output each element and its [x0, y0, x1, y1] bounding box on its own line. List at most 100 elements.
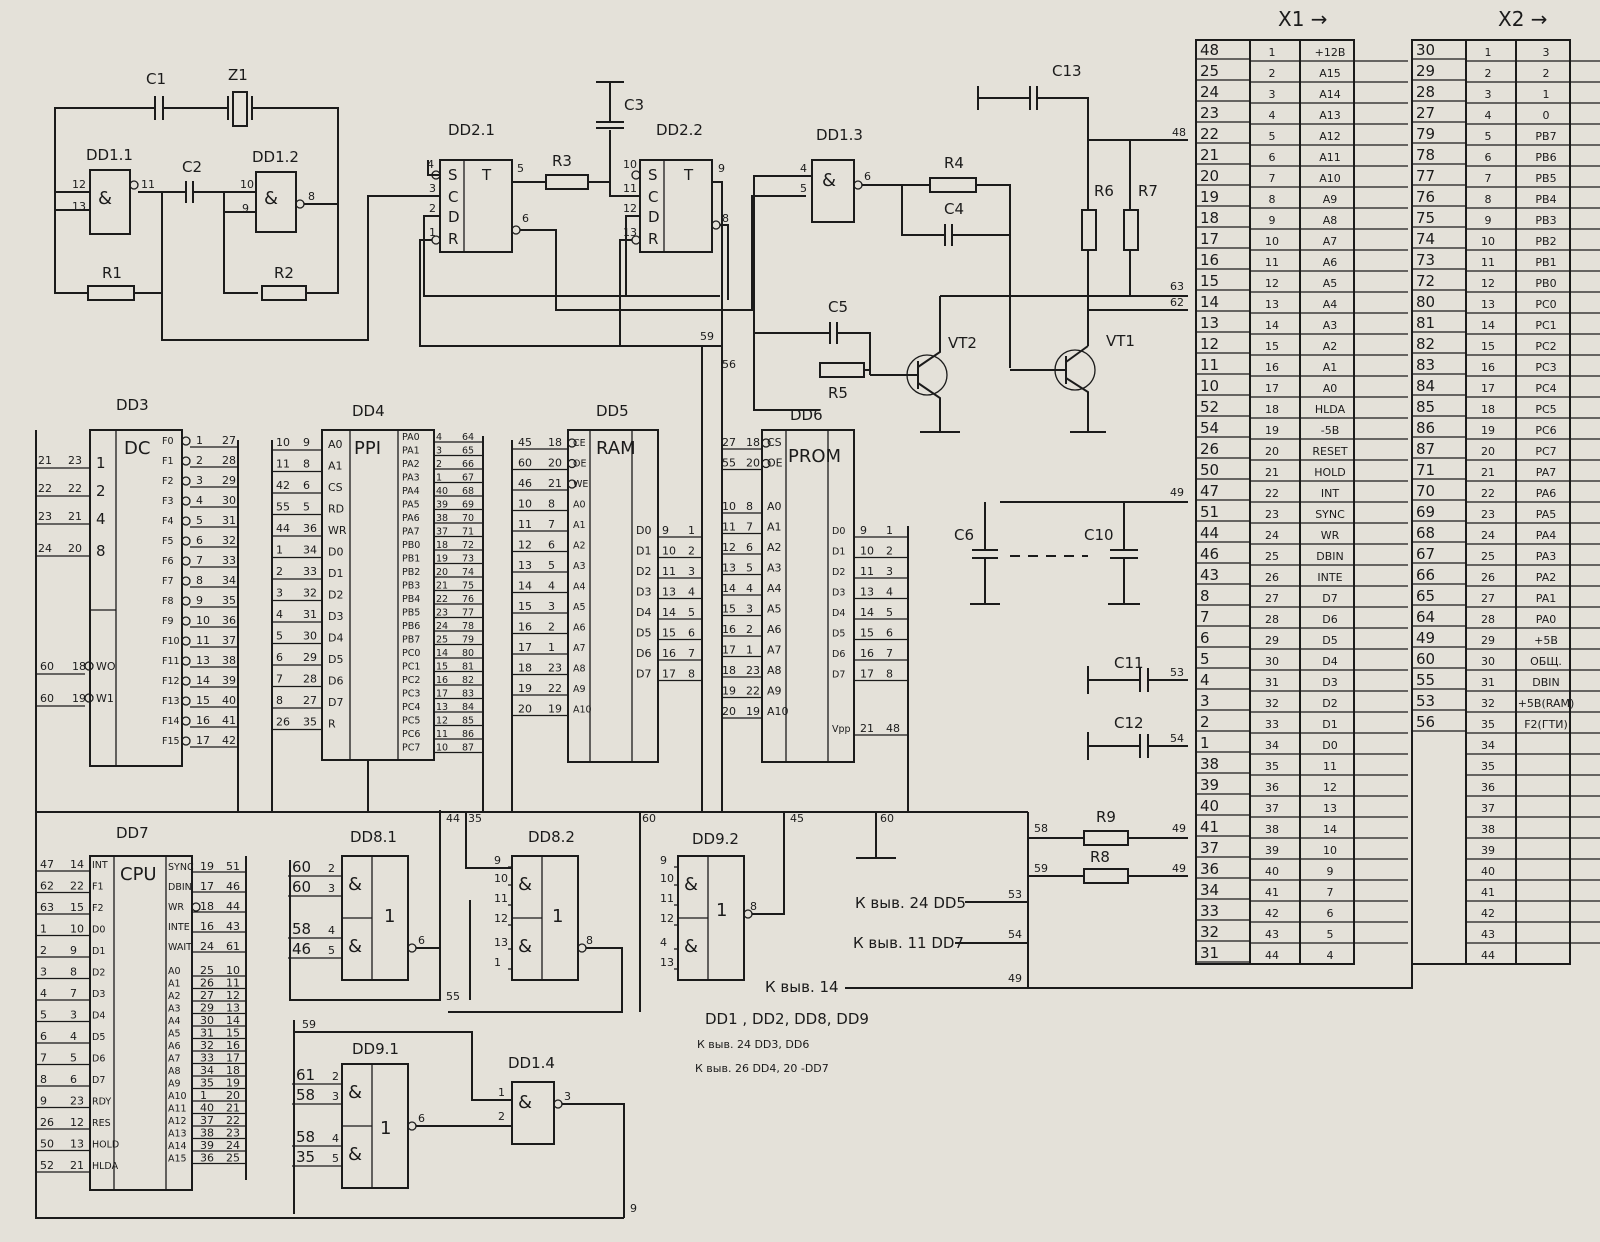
x2-rows-signal-8: PB3	[1535, 214, 1556, 227]
dd4-right-label-23: PC7	[402, 743, 420, 754]
dd4-right-net-22: 86	[462, 729, 474, 740]
x2-rows-net-17: 85	[1416, 398, 1435, 416]
dd5-right-label-7: D7	[636, 668, 651, 681]
x2-rows-pin-2: 3	[1485, 88, 1492, 101]
dd5-label: DD5	[596, 402, 629, 420]
dd5-left-pin-5: 6	[548, 539, 555, 552]
dd4-right-label-12: PB4	[402, 594, 420, 605]
r6-label: R6	[1094, 182, 1114, 200]
x2-rows-pin-12: 13	[1481, 298, 1495, 311]
dd7-right-label-5: A0	[168, 966, 181, 977]
dd4-right-pin-8: 18	[436, 540, 448, 551]
x2-rows-pin-14: 15	[1481, 340, 1495, 353]
dd5-right-label-5: D5	[636, 627, 651, 640]
dd21-s: S	[448, 166, 458, 184]
dd3-in-label-2: 4	[96, 510, 106, 528]
dd5-left-label-12: A9	[573, 684, 586, 695]
dd5-right-pin-0: 9	[662, 524, 669, 537]
dd7-left-pin-1: 22	[70, 880, 84, 893]
dd12-label: DD1.2	[252, 148, 299, 166]
dd7-left-pin-10: 6	[70, 1073, 77, 1086]
dd6-right-net-8: 48	[886, 722, 900, 735]
x2-rows-pin-36: 37	[1481, 802, 1495, 815]
dd7-label: DD7	[116, 824, 149, 842]
x2-rows-pin-19: 20	[1481, 445, 1495, 458]
dd3-in-label-0: 1	[96, 454, 106, 472]
x1-rows-net-25: 43	[1200, 566, 1219, 584]
dd4-left-pin-11: 28	[303, 673, 317, 686]
x2-rows-pin-5: 6	[1485, 151, 1492, 164]
dd4-right-pin-15: 25	[436, 635, 448, 646]
dd22-pin-8: 8	[722, 212, 729, 225]
x1-rows-net-15: 11	[1200, 356, 1219, 374]
x2-rows-signal-16: PC4	[1535, 382, 1556, 395]
dd6-right-net-7: 8	[886, 668, 893, 681]
x2-rows-net-19: 87	[1416, 440, 1435, 458]
dd5-right-label-3: D3	[636, 586, 651, 599]
x2-rows-net-22: 69	[1416, 503, 1435, 521]
x2-rows-pin-1: 2	[1485, 67, 1492, 80]
dd6-left-net-0: 27	[722, 436, 736, 449]
x2-rows-signal-32: F2(ГТИ)	[1524, 718, 1568, 731]
dd7-right-pin-6: 26	[200, 977, 214, 990]
dd5-body	[567, 429, 659, 763]
dd4-right-pin-20: 13	[436, 702, 448, 713]
x1-rows-net-31: 3	[1200, 692, 1210, 710]
x2-rows-net-21: 70	[1416, 482, 1435, 500]
dd3-in-net-3: 24	[38, 542, 52, 555]
x1-rows-net-7: 19	[1200, 188, 1219, 206]
x1-rows-pin-11: 12	[1265, 277, 1279, 290]
dd6-left-label-8: A6	[767, 623, 782, 636]
dd4-right-label-9: PB1	[402, 554, 420, 565]
dd6-body	[761, 429, 855, 763]
dd5-left-pin-9: 2	[548, 621, 555, 634]
x2-rows-net-29: 60	[1416, 650, 1435, 668]
dd91-pin-out: 6	[418, 1112, 425, 1125]
dd81-amp-a: &	[348, 874, 362, 895]
dd4-right-pin-13: 23	[436, 608, 448, 619]
dd6-left-net-1: 55	[722, 457, 736, 470]
dd3-out-pin-12: 14	[196, 674, 210, 687]
dd13-gate	[811, 159, 855, 223]
dd4-right-label-22: PC6	[402, 729, 420, 740]
dd4-right-net-1: 65	[462, 446, 474, 457]
dd6-left-label-5: A3	[767, 562, 782, 575]
x2-rows-signal-12: PC0	[1535, 298, 1556, 311]
x2-rows-net-28: 49	[1416, 629, 1435, 647]
dd4-right-label-11: PB3	[402, 581, 420, 592]
x1-rows-net-12: 14	[1200, 293, 1219, 311]
net-62: 62	[1170, 296, 1184, 309]
dd13-pin-5: 5	[800, 182, 807, 195]
dd82-pins-pin-3: 12	[494, 912, 508, 925]
dd5-right-label-1: D1	[636, 545, 651, 558]
dd6-left-pin-6: 4	[746, 582, 753, 595]
dd4-left-net-2: 42	[276, 479, 290, 492]
dd7-right-net-10: 15	[226, 1027, 240, 1040]
dd4-right-net-12: 76	[462, 594, 474, 605]
dd6-right-pin-5: 15	[860, 627, 874, 640]
dd4-right-label-14: PB6	[402, 621, 420, 632]
dd7-left-label-13: HOLD	[92, 1140, 119, 1151]
dd5-left-label-0: CE	[573, 438, 586, 449]
dd4-body	[321, 429, 435, 761]
dd4-right-net-4: 68	[462, 486, 474, 497]
dd3-out-pin-3: 4	[196, 494, 203, 507]
dd13-symbol: &	[822, 170, 836, 191]
x1-rows-signal-32: D1	[1322, 718, 1337, 731]
x1-rows-net-6: 20	[1200, 167, 1219, 185]
dd6-left-pin-4: 6	[746, 541, 753, 554]
note-pin26: К выв. 26 DD4, 20 -DD7	[695, 1062, 829, 1075]
dd4-right-label-7: PA7	[402, 527, 420, 538]
net-59a: 59	[700, 330, 714, 343]
dd6-right-pin-4: 14	[860, 606, 874, 619]
c12-label: C12	[1114, 714, 1144, 732]
x1-rows-net-4: 22	[1200, 125, 1219, 143]
dd7-right-pin-20: 36	[200, 1152, 214, 1165]
x1-rows-signal-40: 7	[1327, 886, 1334, 899]
dd3-out-label-5: F5	[162, 536, 174, 547]
dd6-left-pin-12: 19	[746, 705, 760, 718]
x1-rows-signal-35: 12	[1323, 781, 1337, 794]
x1-rows-net-0: 48	[1200, 41, 1219, 59]
